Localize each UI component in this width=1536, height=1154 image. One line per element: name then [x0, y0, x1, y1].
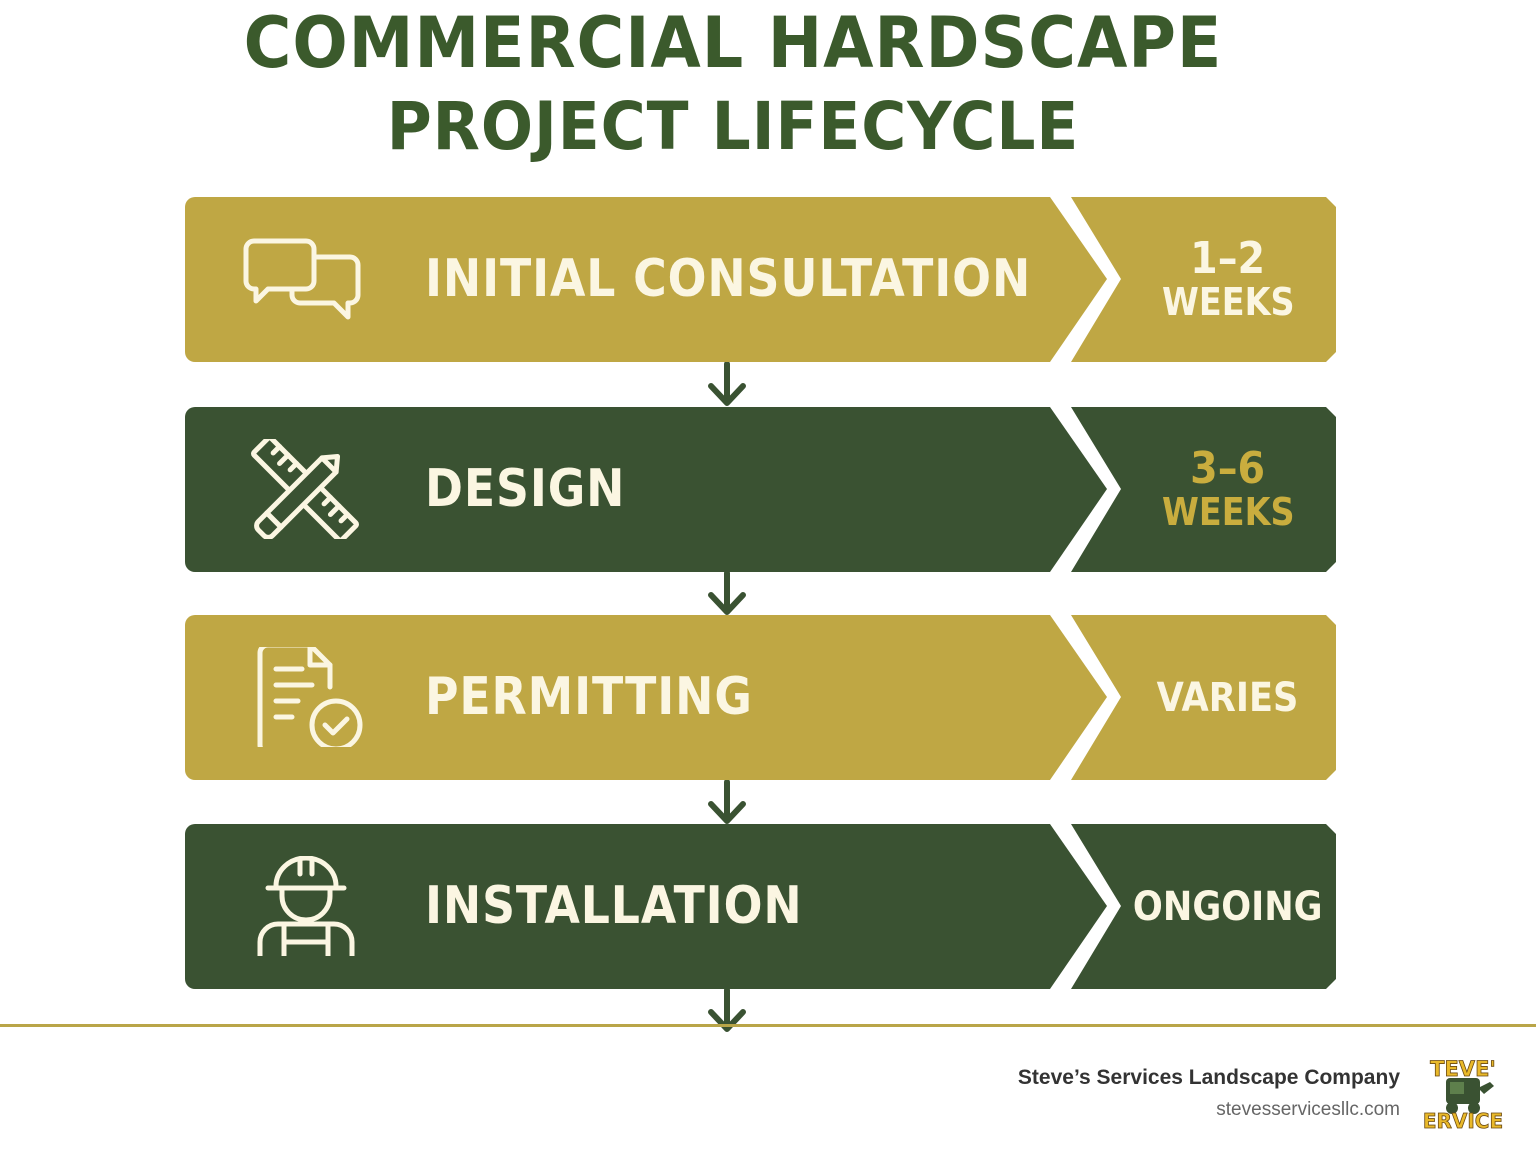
stage-label: INSTALLATION — [425, 876, 803, 936]
title-line-2: PROJECT LIFECYCLE — [386, 88, 1080, 165]
stage-banner — [185, 824, 1107, 989]
duration-value: 1–2 — [1190, 233, 1266, 285]
title-line-1: COMMERCIAL HARDSCAPE — [243, 2, 1223, 84]
stage-installation: INSTALLATION ONGOING — [185, 824, 1336, 989]
footer-divider — [0, 1024, 1536, 1027]
svg-text:ERVICE: ERVICE — [1423, 1109, 1503, 1132]
chat-bubbles-icon — [243, 238, 361, 320]
stage-initial-consultation: INITIAL CONSULTATION 1–2 WEEKS — [185, 197, 1336, 362]
stage-design: DESIGN 3–6 WEEKS — [185, 407, 1336, 572]
duration-unit: WEEKS — [1161, 279, 1295, 324]
stage-label: INITIAL CONSULTATION — [425, 249, 1032, 309]
stage-duration: 3–6 WEEKS — [1120, 407, 1336, 572]
stage-permitting: PERMITTING VARIES — [185, 615, 1336, 780]
company-name: Steve’s Services Landscape Company — [1017, 1066, 1400, 1089]
pencil-ruler-icon — [251, 439, 359, 539]
duration-unit: WEEKS — [1161, 489, 1295, 534]
stage-duration: 1–2 WEEKS — [1120, 197, 1336, 362]
company-website: stevesservicesllc.com — [1216, 1099, 1400, 1120]
stage-label: DESIGN — [425, 459, 626, 519]
svg-text:TEVE': TEVE' — [1430, 1057, 1496, 1081]
stage-banner — [185, 407, 1107, 572]
stage-banner — [185, 615, 1107, 780]
stage-duration: ONGOING — [1120, 824, 1336, 989]
company-logo: TEVE' ERVICE — [1420, 1054, 1506, 1132]
document-check-icon — [257, 647, 363, 747]
construction-worker-icon — [257, 856, 355, 956]
stage-banner — [185, 197, 1107, 362]
duration-value: 3–6 — [1190, 443, 1266, 495]
arrow-down-icon — [708, 988, 746, 1032]
arrow-down-icon — [708, 780, 746, 824]
duration-value: ONGOING — [1133, 883, 1323, 930]
arrow-down-icon — [708, 362, 746, 406]
duration-value: VARIES — [1157, 674, 1299, 721]
stage-label: PERMITTING — [425, 667, 753, 727]
arrow-down-icon — [708, 571, 746, 615]
stage-duration: VARIES — [1120, 615, 1336, 780]
